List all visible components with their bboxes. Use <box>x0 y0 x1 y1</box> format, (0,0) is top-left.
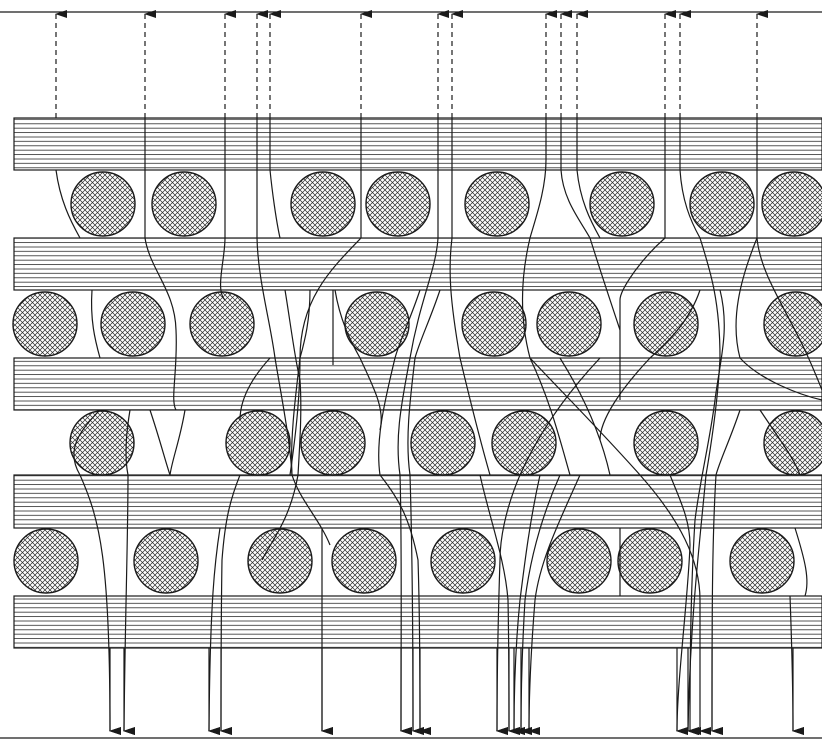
circle <box>248 529 312 593</box>
circle <box>634 292 698 356</box>
layer-band <box>14 118 822 170</box>
circle <box>547 529 611 593</box>
circle <box>462 292 526 356</box>
circle <box>618 529 682 593</box>
circle <box>762 172 822 236</box>
flow-path <box>92 290 100 358</box>
circle <box>71 172 135 236</box>
flow-path <box>170 410 185 475</box>
circle <box>411 411 475 475</box>
circle <box>226 411 290 475</box>
circle <box>301 411 365 475</box>
circle <box>366 172 430 236</box>
layer-band <box>14 238 822 290</box>
flow-path <box>150 410 170 475</box>
circle <box>465 172 529 236</box>
circle <box>190 292 254 356</box>
circle <box>690 172 754 236</box>
circle <box>291 172 355 236</box>
circle <box>332 529 396 593</box>
circle <box>152 172 216 236</box>
circle <box>431 529 495 593</box>
layer-band <box>14 358 822 410</box>
circle <box>764 292 822 356</box>
upward-dashed-arrows <box>56 14 757 118</box>
circle <box>101 292 165 356</box>
circle <box>764 411 822 475</box>
circle <box>634 411 698 475</box>
circle <box>14 529 78 593</box>
layer-band <box>14 596 822 648</box>
circle <box>13 292 77 356</box>
flow-path <box>795 528 807 596</box>
circle <box>537 292 601 356</box>
circle <box>730 529 794 593</box>
circle <box>590 172 654 236</box>
circle <box>70 411 134 475</box>
circle <box>134 529 198 593</box>
